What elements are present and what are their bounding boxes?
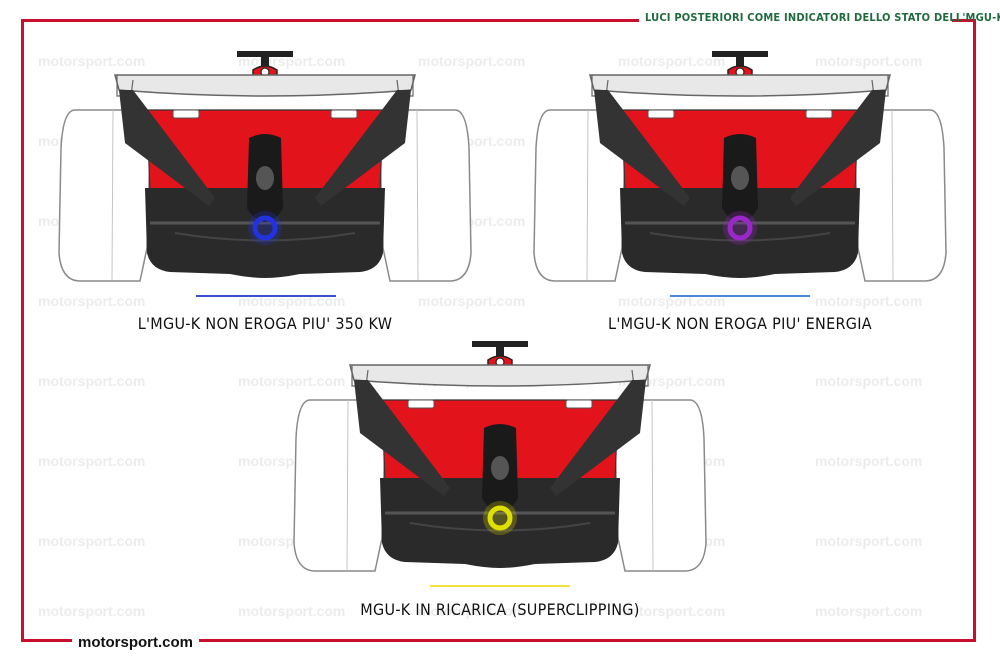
rain-light <box>727 215 753 241</box>
left-tyre <box>533 109 627 282</box>
car-panel-1 <box>55 48 475 322</box>
left-tyre <box>58 109 152 282</box>
diffuser <box>145 188 385 278</box>
left-endplate <box>354 380 450 496</box>
diffuser <box>620 188 860 278</box>
caption-1: L'MGU-K NON EROGA PIU' 350 KW <box>137 314 393 333</box>
rear-wing <box>349 364 651 387</box>
right-tyre <box>613 399 707 572</box>
right-endplate <box>790 90 886 206</box>
rain-light <box>252 215 278 241</box>
left-tyre <box>293 399 387 572</box>
car-panel-3 <box>290 338 710 612</box>
underline-3 <box>430 585 570 587</box>
frame-top-line <box>21 19 639 22</box>
left-endplate <box>119 90 215 206</box>
right-tyre-inner <box>416 109 419 281</box>
underline-2 <box>670 295 810 297</box>
right-tyre <box>853 109 947 282</box>
right-endplate <box>315 90 411 206</box>
header-title: LUCI POSTERIORI COME INDICATORI DELLO ST… <box>645 11 1000 24</box>
car-rear-view <box>58 51 472 282</box>
car-panel-2 <box>530 48 950 322</box>
caption-2: L'MGU-K NON EROGA PIU' ENERGIA <box>608 314 872 333</box>
frame-top-line-right <box>952 19 976 22</box>
left-tyre-inner <box>586 109 589 281</box>
rear-wing <box>589 74 891 97</box>
caption-3: MGU-K IN RICARICA (SUPERCLIPPING) <box>360 600 640 619</box>
right-tyre <box>378 109 472 282</box>
motorsport-logo: motorsport.com <box>72 634 200 651</box>
car-rear-view <box>293 341 707 572</box>
left-tyre-inner <box>111 109 114 281</box>
underline-1 <box>196 295 336 297</box>
car-rear-view <box>533 51 947 282</box>
left-tyre-inner <box>346 399 349 571</box>
diffuser <box>380 478 620 568</box>
right-tyre-inner <box>651 399 654 571</box>
rear-wing <box>114 74 416 97</box>
left-endplate <box>594 90 690 206</box>
frame-border <box>21 19 976 642</box>
rain-light <box>487 505 513 531</box>
right-endplate <box>550 380 646 496</box>
right-tyre-inner <box>891 109 894 281</box>
